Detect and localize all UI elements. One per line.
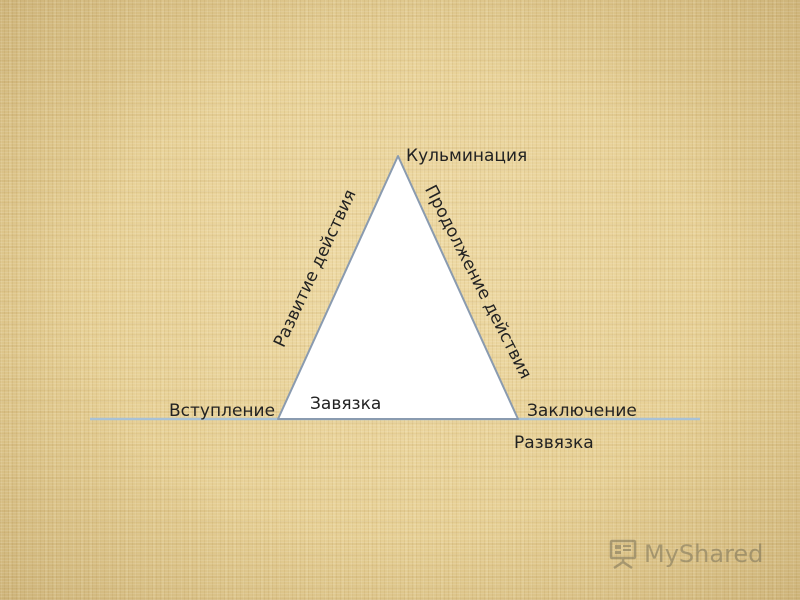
exposition-label: Завязка [310, 394, 382, 414]
watermark-text: MyShared [644, 540, 764, 568]
conclusion-label: Заключение [527, 401, 637, 421]
plot-triangle [277, 155, 519, 420]
introduction-label: Вступление [169, 401, 276, 421]
climax-label: Кульминация [406, 146, 528, 166]
resolution-label: Развязка [514, 433, 594, 453]
watermark: MyShared [606, 536, 763, 572]
presentation-board-icon [609, 539, 637, 570]
